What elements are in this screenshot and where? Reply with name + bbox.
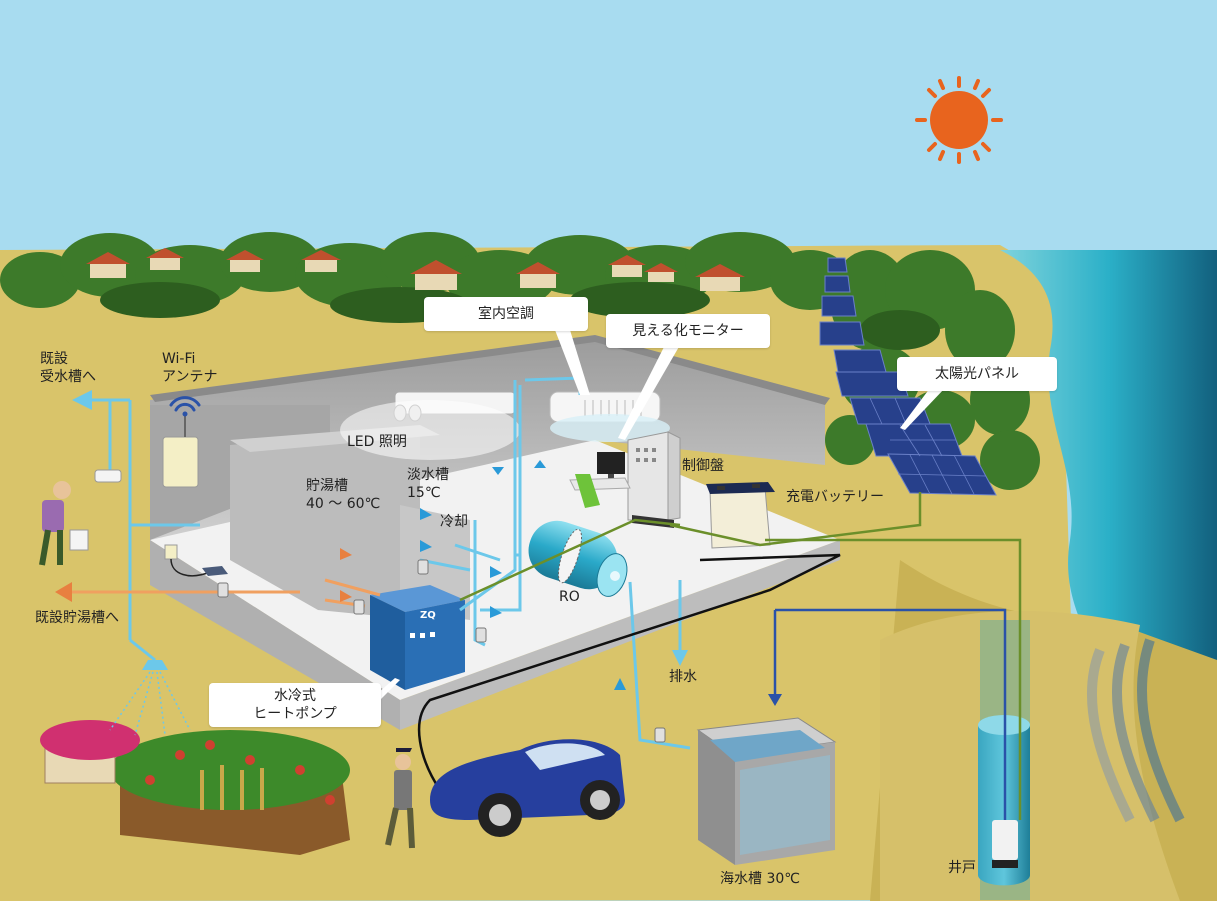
control-panel	[627, 431, 681, 528]
label-led-lighting: LED 照明	[347, 434, 407, 450]
receiving-tank-arrow	[72, 390, 92, 410]
label-ro: RO	[559, 589, 580, 605]
label-fresh-water-tank: 淡水槽 15℃	[407, 467, 449, 501]
waves	[1086, 638, 1185, 823]
flow-arrows	[420, 460, 626, 690]
callout-monitor: 見える化モニター	[606, 314, 770, 348]
hot-arrows	[55, 548, 352, 602]
label-charging-battery: 充電バッテリー	[786, 489, 884, 505]
led-light-fixture	[340, 391, 520, 460]
cables	[417, 492, 1022, 820]
person-water	[39, 469, 122, 566]
hot-water-tank	[230, 430, 420, 620]
label-well: 井戸	[948, 860, 976, 876]
drain-arrow	[672, 650, 688, 666]
sun-icon	[915, 76, 1003, 164]
label-seawater-tank: 海水槽 30℃	[720, 871, 800, 887]
valves	[217, 559, 666, 743]
desk-monitor	[569, 452, 631, 508]
label-drainage: 排水	[669, 669, 697, 685]
water-pipes	[85, 376, 691, 750]
label-control-panel: 制御盤	[682, 458, 724, 474]
callout-solar-panel: 太陽光パネル	[897, 357, 1057, 391]
heat-pump-logo: ZQ	[420, 610, 436, 621]
building-top-edge	[150, 335, 830, 405]
label-hot-water-tank: 貯湯槽 40 ～ 60℃	[306, 478, 381, 512]
label-wifi-antenna: Wi-Fi アンテナ	[162, 351, 218, 385]
callout-aircon: 室内空調	[424, 297, 588, 331]
well-pipe-arrow	[768, 694, 782, 706]
solar-panels	[819, 257, 997, 496]
garden	[40, 720, 350, 855]
callout-heat-pump: 水冷式 ヒートポンプ	[209, 683, 381, 727]
electric-car	[430, 739, 625, 837]
heat-pump-unit	[370, 585, 465, 690]
label-existing-receiving-tank: 既設 受水槽へ	[40, 351, 96, 385]
wifi-antenna-icon	[162, 396, 201, 488]
label-existing-hot-water-tank: 既設貯湯槽へ	[35, 610, 119, 626]
person-worker	[385, 748, 415, 849]
tree-shadows	[100, 282, 940, 350]
label-cooling: 冷却	[440, 514, 468, 530]
wall-outlet	[164, 544, 228, 577]
charging-battery	[706, 482, 775, 549]
callout-leaders	[370, 330, 945, 700]
houses	[86, 248, 745, 291]
sprinkler-icon	[109, 660, 191, 736]
aircon-unit	[549, 391, 670, 442]
seawater-tank	[696, 717, 837, 865]
